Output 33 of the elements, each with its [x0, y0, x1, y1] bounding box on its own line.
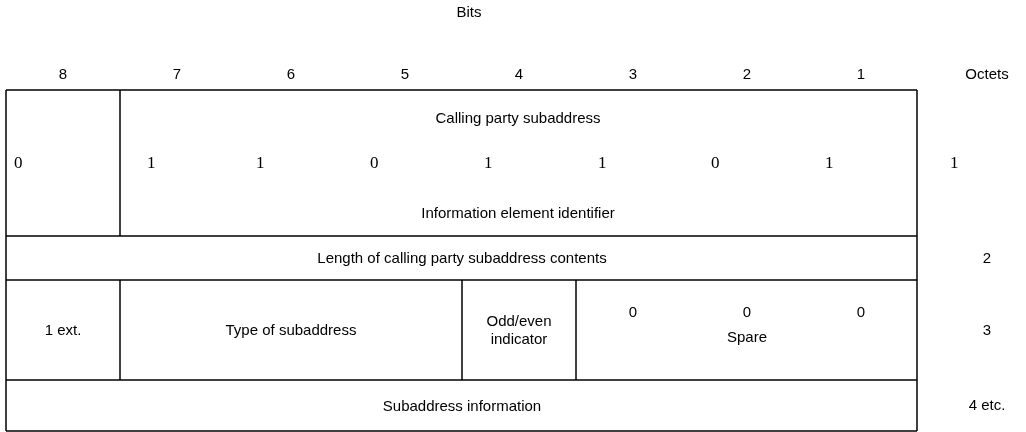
- bit-value: 0: [711, 154, 720, 172]
- bit-value: 1: [256, 154, 265, 172]
- octet-number: 4 etc.: [967, 396, 1007, 414]
- bit-number: 7: [172, 65, 182, 83]
- bit-value: 1: [825, 154, 834, 172]
- bit-number: 1: [856, 65, 866, 83]
- bit-value: 0: [14, 154, 23, 172]
- bit-number: 6: [286, 65, 296, 83]
- octet-number: 3: [982, 321, 992, 339]
- bit-value: 1: [598, 154, 607, 172]
- column-heading: Octets: [965, 65, 1009, 83]
- bit-value: 0: [370, 154, 379, 172]
- bit-value: 1 ext.: [44, 321, 82, 339]
- axis-heading: Bits: [456, 3, 482, 21]
- bit-value: 0: [856, 303, 866, 321]
- bit-value: 1: [147, 154, 156, 172]
- field-name: Type of subaddress: [225, 321, 357, 339]
- field-name: Calling party subaddress: [435, 109, 601, 127]
- bit-number: 3: [628, 65, 638, 83]
- bit-number: 5: [400, 65, 410, 83]
- bit-value: 0: [628, 303, 638, 321]
- bit-value: 0: [742, 303, 752, 321]
- field-name: Subaddress information: [382, 397, 542, 415]
- field-name: Spare: [727, 328, 767, 346]
- field-name: Odd/even indicator: [485, 312, 553, 348]
- field-name: Information element identifier: [421, 204, 615, 222]
- bit-number: 4: [514, 65, 524, 83]
- bit-number: 8: [58, 65, 68, 83]
- bit-number: 2: [742, 65, 752, 83]
- octet-number: 2: [982, 249, 992, 267]
- octet-number: 1: [950, 154, 959, 172]
- bit-value: 1: [484, 154, 493, 172]
- field-name: Length of calling party subaddress contents: [317, 249, 607, 267]
